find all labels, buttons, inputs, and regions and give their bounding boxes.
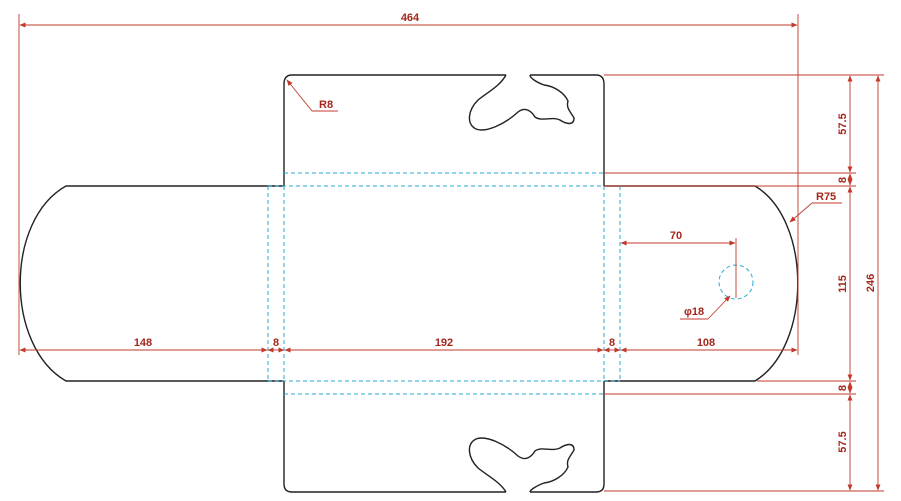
dim-glue-right: 8	[609, 337, 615, 349]
dim-fold-top: 8	[837, 177, 849, 183]
dim-bottom-flap: 57.5	[837, 431, 849, 452]
dim-center-panel: 192	[435, 337, 453, 349]
dim-middle-height: 115	[837, 275, 849, 293]
right-panel-outline	[604, 185, 799, 382]
dim-left-panel: 148	[134, 337, 152, 349]
dim-right-panel: 108	[697, 337, 715, 349]
butterfly-cutout-top	[468, 74, 575, 131]
fold-lines	[267, 172, 754, 395]
dim-hole-offset: 70	[670, 230, 682, 242]
dim-fold-bottom: 8	[837, 385, 849, 391]
bottom-flap-outline	[283, 381, 605, 493]
dim-arc-radius: R75	[816, 191, 836, 203]
dim-hole-diameter: φ18	[684, 306, 704, 318]
dim-overall-width: 464	[401, 12, 420, 24]
dimension-labels: 464 148 8 192 8 108 57.5 8 115 8 57.5 24…	[134, 12, 877, 453]
dim-corner-radius: R8	[319, 99, 333, 111]
top-flap-outline	[283, 74, 605, 186]
dim-glue-left: 8	[273, 337, 279, 349]
dim-top-flap: 57.5	[837, 113, 849, 134]
left-panel-outline	[19, 185, 284, 382]
dim-overall-height: 246	[865, 274, 877, 292]
box-outline	[19, 74, 799, 493]
butterfly-cutout-bottom	[468, 437, 575, 493]
dimension-lines	[18, 14, 884, 492]
